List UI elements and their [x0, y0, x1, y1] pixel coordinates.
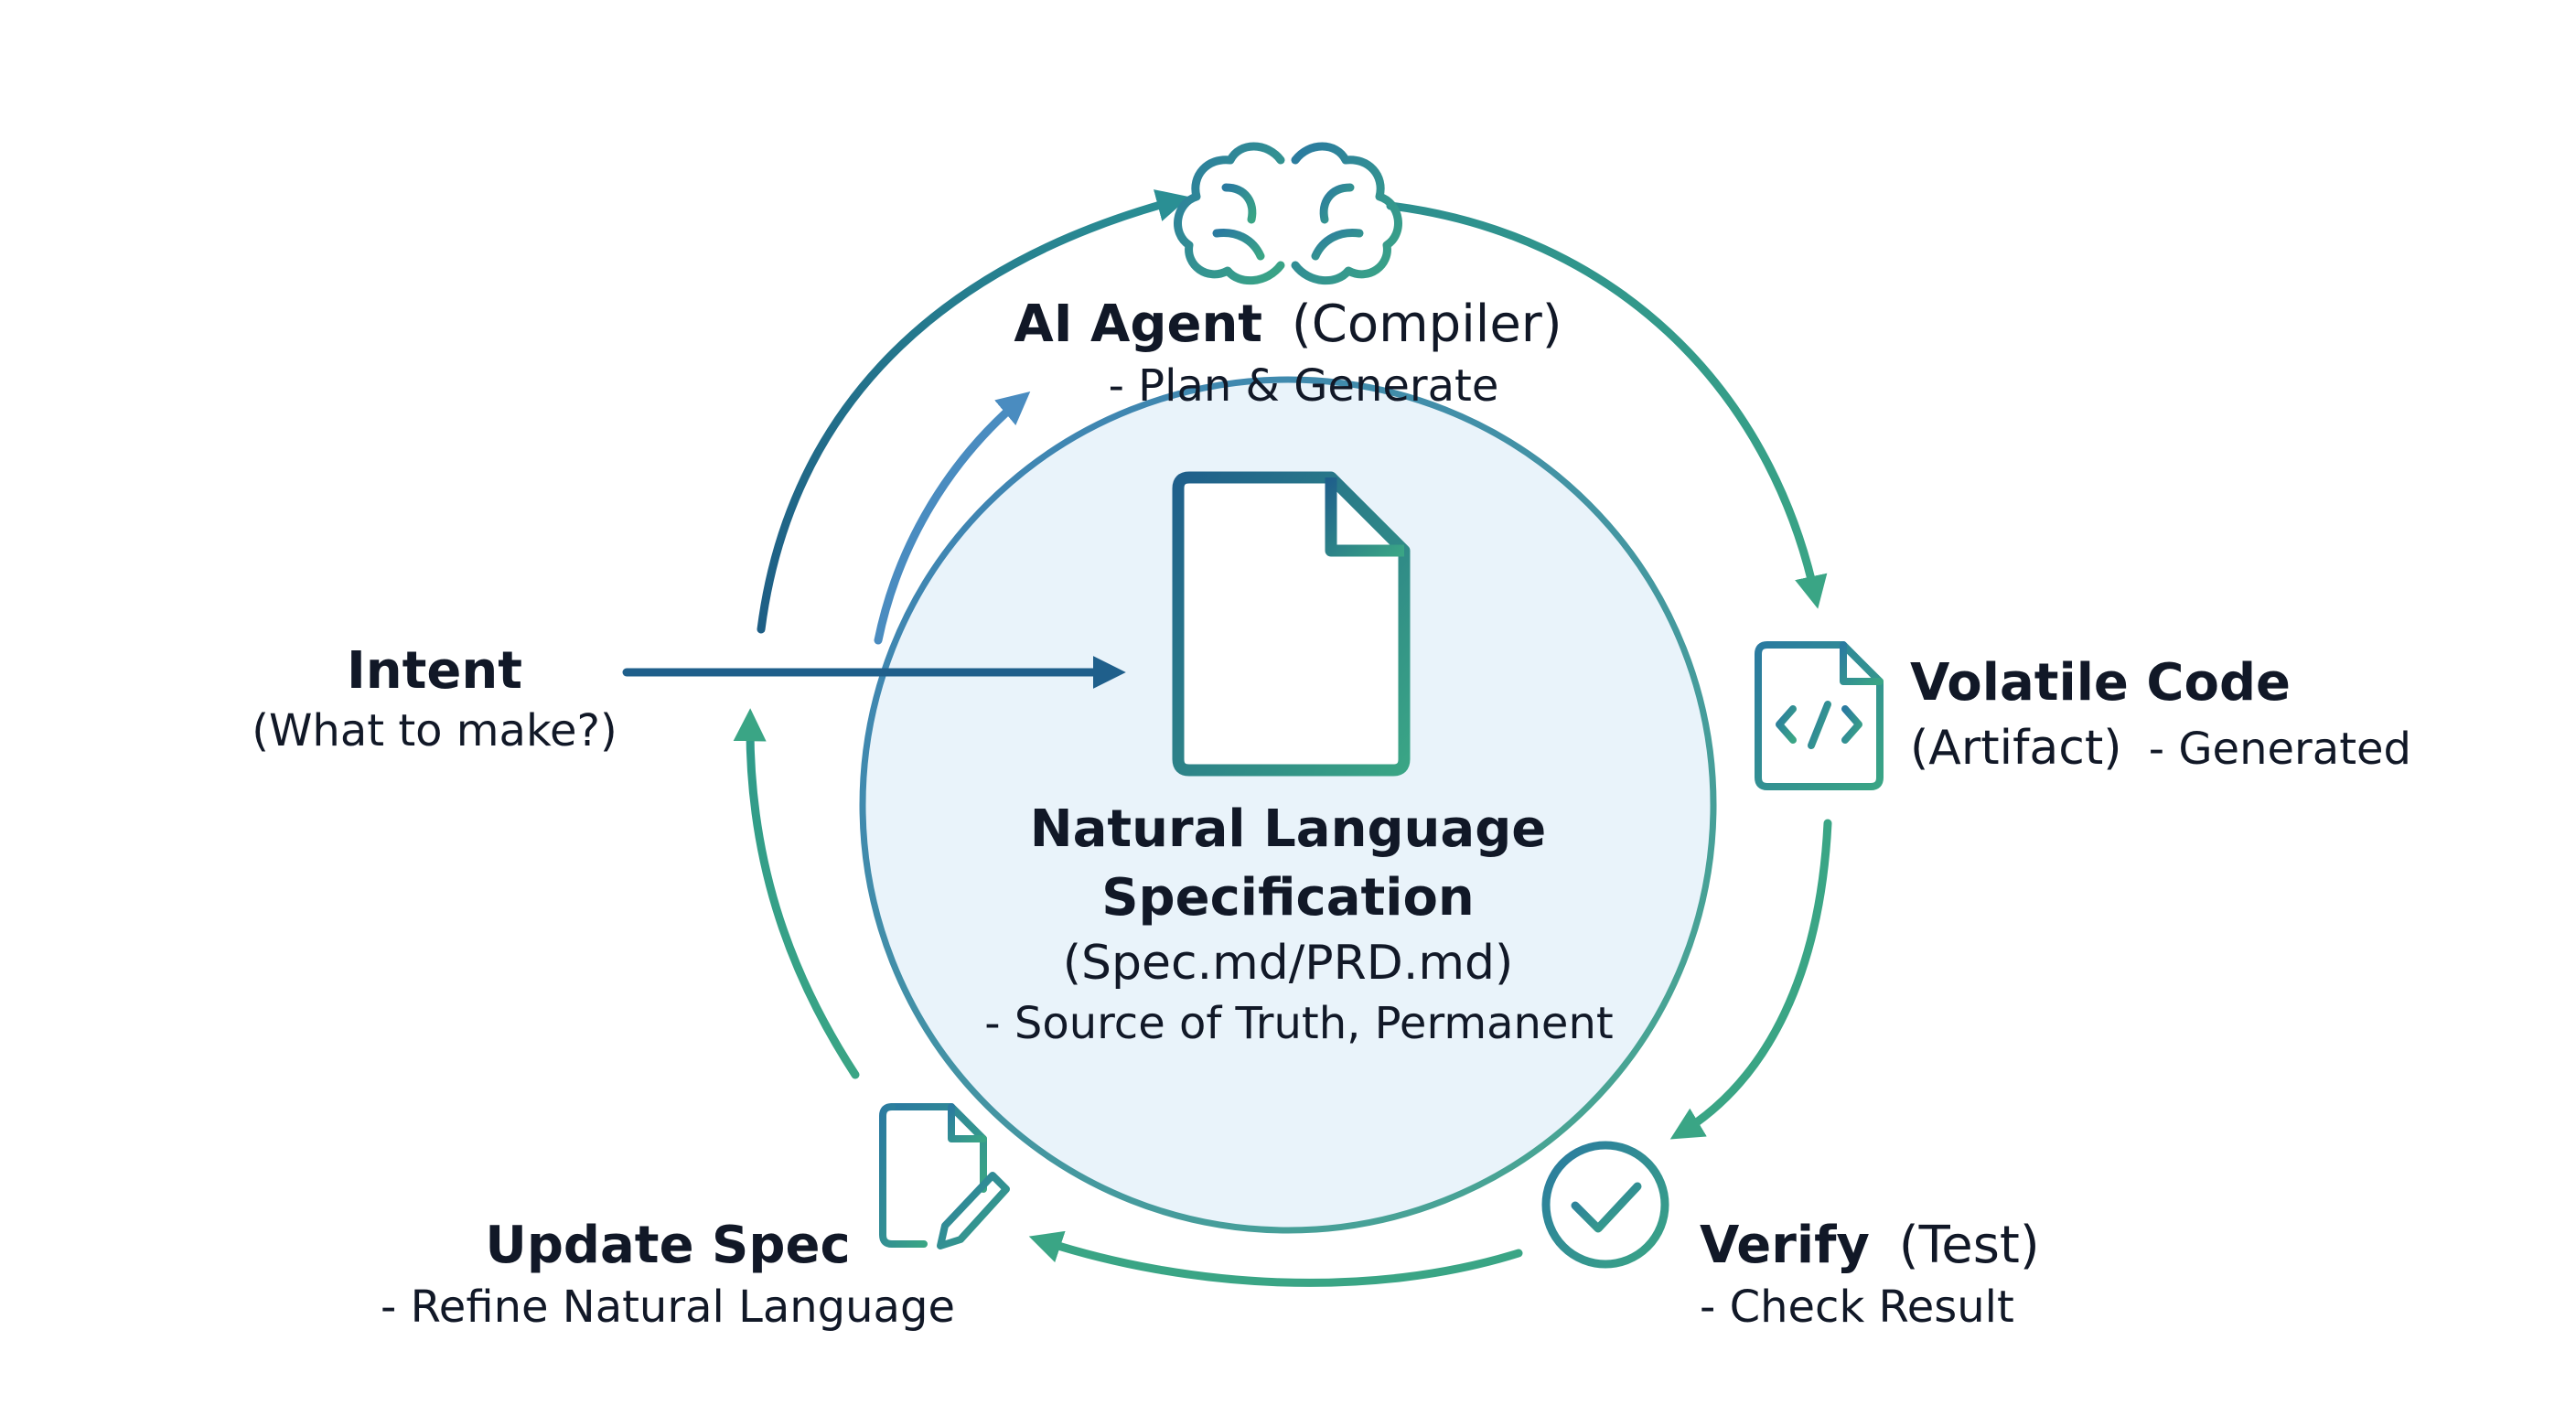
ai-agent-title-paren: (Compiler): [1292, 295, 1562, 354]
volatile-code-subtitle-rest: - Generated: [2149, 724, 2411, 775]
volatile-code-subtitle-paren: (Artifact): [1910, 721, 2122, 776]
intent-title: Intent: [347, 641, 522, 701]
document-icon: [1172, 471, 1411, 777]
verify-title: Verify (Test): [1700, 1216, 2040, 1275]
arc-verify-to-update-spec: [1028, 1230, 1523, 1287]
volatile-code-title: Volatile Code: [1910, 653, 2291, 713]
ai-agent-title-bold: AI Agent: [1014, 295, 1262, 354]
center-note: - Source of Truth, Permanent: [984, 998, 1613, 1049]
brain-icon: [1174, 142, 1402, 285]
arc-ai-agent-to-volatile-code: [1386, 201, 1828, 609]
center-files: (Spec.md/PRD.md): [1063, 936, 1514, 991]
edit-document-icon: [879, 1103, 1010, 1249]
ai-agent-title: AI Agent (Compiler): [1014, 295, 1562, 354]
verify-title-bold: Verify: [1700, 1216, 1870, 1275]
intent-subtitle: (What to make?): [252, 705, 617, 756]
arc-update-spec-to-intent: [733, 708, 860, 1079]
code-file-icon: [1755, 641, 1884, 790]
center-spec-circle: [859, 376, 1717, 1234]
arc-intent-to-ai-agent: [757, 189, 1190, 634]
center-title-line2: Specification: [1101, 868, 1475, 928]
arc-volatile-code-to-verify: [1669, 819, 1832, 1140]
volatile-code-subtitle: (Artifact) - Generated: [1910, 721, 2411, 776]
checkmark-circle-icon: [1541, 1141, 1669, 1269]
verify-title-paren: (Test): [1899, 1216, 2040, 1275]
center-title-line1: Natural Language: [1030, 799, 1547, 859]
inner-arc-arrow: [874, 391, 1031, 645]
verify-subtitle: - Check Result: [1700, 1282, 2014, 1333]
update-spec-subtitle: - Refine Natural Language: [381, 1282, 955, 1333]
ai-agent-subtitle: - Plan & Generate: [1109, 360, 1499, 412]
update-spec-title: Update Spec: [485, 1216, 850, 1275]
